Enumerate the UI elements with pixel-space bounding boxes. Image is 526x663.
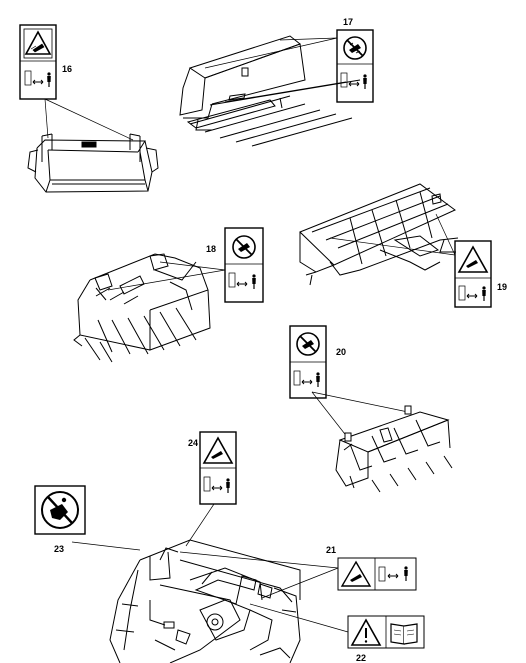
callout-16: 16 bbox=[62, 64, 72, 74]
no-riding-icon bbox=[41, 491, 79, 529]
read-manual-icon bbox=[390, 623, 418, 645]
callout-22: 22 bbox=[356, 653, 366, 663]
callout-17: 17 bbox=[343, 17, 353, 27]
keep-clear-icon bbox=[293, 370, 320, 387]
keep-clear-icon bbox=[378, 566, 408, 582]
no-crush-icon bbox=[296, 332, 320, 356]
decal-18 bbox=[224, 227, 264, 303]
callout-19: 19 bbox=[497, 282, 507, 292]
decal-16-group: 16 bbox=[19, 24, 159, 193]
no-crush-icon bbox=[343, 36, 367, 60]
keep-clear-icon bbox=[340, 72, 367, 89]
crush-hazard-icon bbox=[23, 28, 53, 59]
decal-22-group: 22 bbox=[249, 603, 425, 663]
warning-crush-icon bbox=[457, 245, 489, 273]
callout-23: 23 bbox=[54, 544, 64, 554]
decal-19-group: 19 bbox=[299, 183, 507, 308]
keep-clear-icon bbox=[458, 285, 486, 301]
decal-18-group: 18 bbox=[73, 227, 264, 363]
warning-triangle-icon bbox=[350, 618, 382, 646]
grapple-bucket-attachment bbox=[73, 253, 211, 363]
pallet-fork-attachment bbox=[179, 35, 361, 147]
callout-21: 21 bbox=[326, 545, 336, 555]
callout-24: 24 bbox=[188, 438, 198, 448]
decal-21-group: 21 bbox=[179, 545, 417, 599]
keep-clear-icon bbox=[203, 476, 230, 493]
warning-crush-icon bbox=[202, 436, 234, 464]
callout-18: 18 bbox=[206, 244, 216, 254]
dozer-blade-attachment bbox=[299, 183, 459, 286]
quick-attach-frame bbox=[109, 539, 301, 663]
keep-clear-icon bbox=[228, 272, 256, 289]
decal-20-group: 20 bbox=[289, 325, 453, 493]
grapple-fork-attachment bbox=[335, 405, 453, 493]
decal-23-group: 23 bbox=[34, 485, 141, 554]
no-crush-icon bbox=[232, 235, 256, 259]
callout-20: 20 bbox=[336, 347, 346, 357]
bucket-attachment bbox=[27, 133, 159, 193]
decal-24-group: 24 bbox=[185, 431, 237, 547]
warning-crush-icon bbox=[340, 560, 372, 587]
decal-17-group: 17 bbox=[179, 17, 374, 147]
keep-clear-icon bbox=[24, 70, 51, 87]
